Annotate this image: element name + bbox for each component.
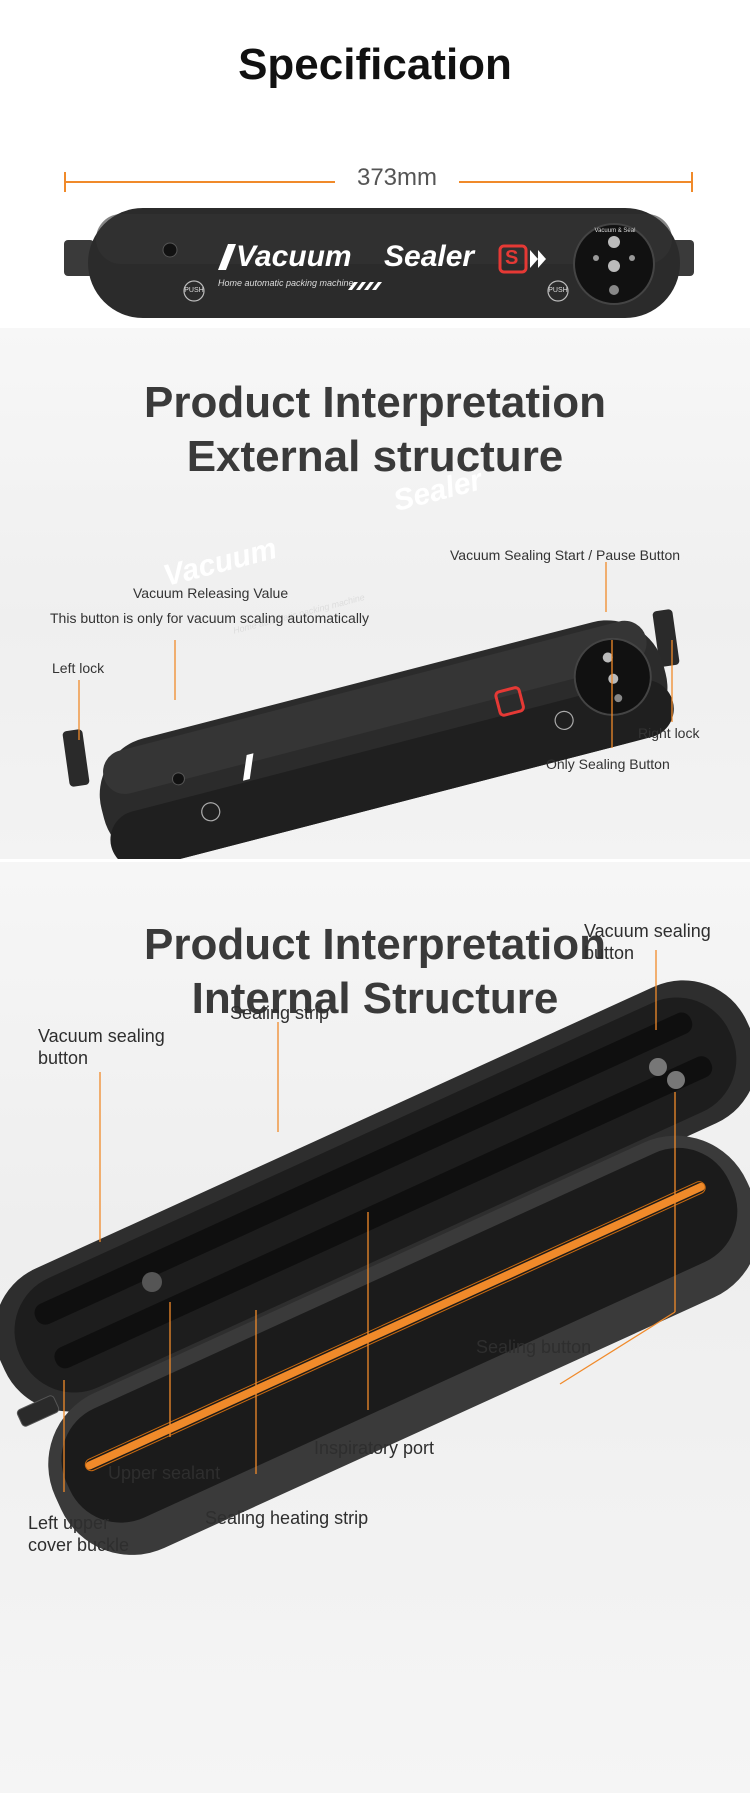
- label-left-upper-cover-buckle-l1: Left upper: [28, 1513, 110, 1533]
- brand-mark: S: [505, 247, 519, 269]
- label-left-upper-cover-buckle-l2: cover buckle: [28, 1535, 130, 1555]
- external-title-line2: External structure: [186, 432, 564, 481]
- push-label-left: PUSH: [184, 287, 204, 294]
- internal-title-line2: Internal Structure: [191, 974, 559, 1023]
- label-upper-sealant: Upper sealant: [108, 1463, 221, 1483]
- brand-vacuum: Vacuum: [236, 240, 352, 273]
- dimension-label: 373mm: [335, 164, 459, 192]
- internal-title-line1: Product Interpretation: [143, 920, 607, 969]
- dimension-drawing: [64, 172, 694, 318]
- label-vacuum-releasing-value: Vacuum Releasing Value: [133, 585, 289, 601]
- device-top-view: [64, 208, 694, 318]
- push-label-right: PUSH: [548, 287, 568, 294]
- label-vacuum-sealing-button-right-l2: button: [584, 943, 635, 963]
- external-title-line1: Product Interpretation: [143, 378, 607, 427]
- panel-title: Vacuum & Seal: [594, 228, 636, 234]
- internal-structure-section: Product Interpretation Internal Structur…: [0, 862, 750, 1793]
- label-vacuum-sealing-button-left-l1: Vacuum sealing: [38, 1026, 165, 1046]
- label-inspiratory-port: Inspiratory port: [314, 1438, 435, 1458]
- label-start-pause-button: Vacuum Sealing Start / Pause Button: [450, 547, 681, 563]
- label-vacuum-sealing-button-right-l1: Vacuum sealing: [584, 921, 711, 941]
- label-vacuum-sealing-button-left-l2: button: [38, 1048, 89, 1068]
- label-left-lock: Left lock: [52, 660, 105, 676]
- brand-sealer: Sealer: [384, 240, 475, 273]
- label-sealing-heating-strip: Sealing heating strip: [205, 1508, 369, 1528]
- external-device-drawing: [62, 562, 680, 859]
- specification-section: Specification: [0, 0, 750, 328]
- label-right-lock: Right lock: [638, 725, 700, 741]
- specification-title: Specification: [238, 40, 512, 89]
- device-tagline: Home automatic packing machine: [218, 278, 354, 288]
- internal-device-drawing: [0, 950, 750, 1555]
- label-sealing-strip: Sealing strip: [230, 1003, 330, 1023]
- label-only-sealing-button: Only Sealing Button: [546, 756, 670, 772]
- external-structure-section: Product Interpretation External structur…: [0, 328, 750, 859]
- label-release-note: This button is only for vacuum scaling a…: [50, 610, 370, 626]
- label-sealing-button: Sealing button: [476, 1337, 592, 1357]
